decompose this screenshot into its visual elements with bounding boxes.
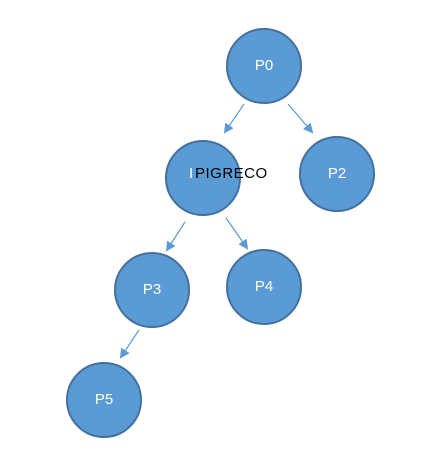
edge-p0-p2 (287, 103, 314, 134)
node-p3: P3 (114, 252, 190, 328)
node-p2: P2 (299, 136, 375, 212)
node-p2-label: P2 (328, 165, 346, 182)
edges-layer (119, 103, 314, 359)
node-p4: P4 (226, 249, 302, 325)
node-p0-label: P0 (255, 57, 273, 74)
edge-p1-p3 (165, 221, 186, 252)
nodes-layer: P0 P2 P3 P4 P5 (66, 28, 375, 438)
node-p0: P0 (226, 28, 302, 104)
node-p5-label: P5 (95, 391, 113, 408)
node-p1-partial-label: I (189, 165, 194, 182)
node-p3-label: P3 (143, 281, 161, 298)
node-p5: P5 (66, 362, 142, 438)
pigreco-overlay-text: PIGRECO (195, 165, 268, 182)
node-p4-label: P4 (255, 278, 273, 295)
edge-p0-p1 (223, 103, 245, 134)
node-p1 (165, 140, 241, 216)
edge-p3-p5 (119, 329, 140, 359)
edge-p1-p4 (225, 217, 249, 250)
